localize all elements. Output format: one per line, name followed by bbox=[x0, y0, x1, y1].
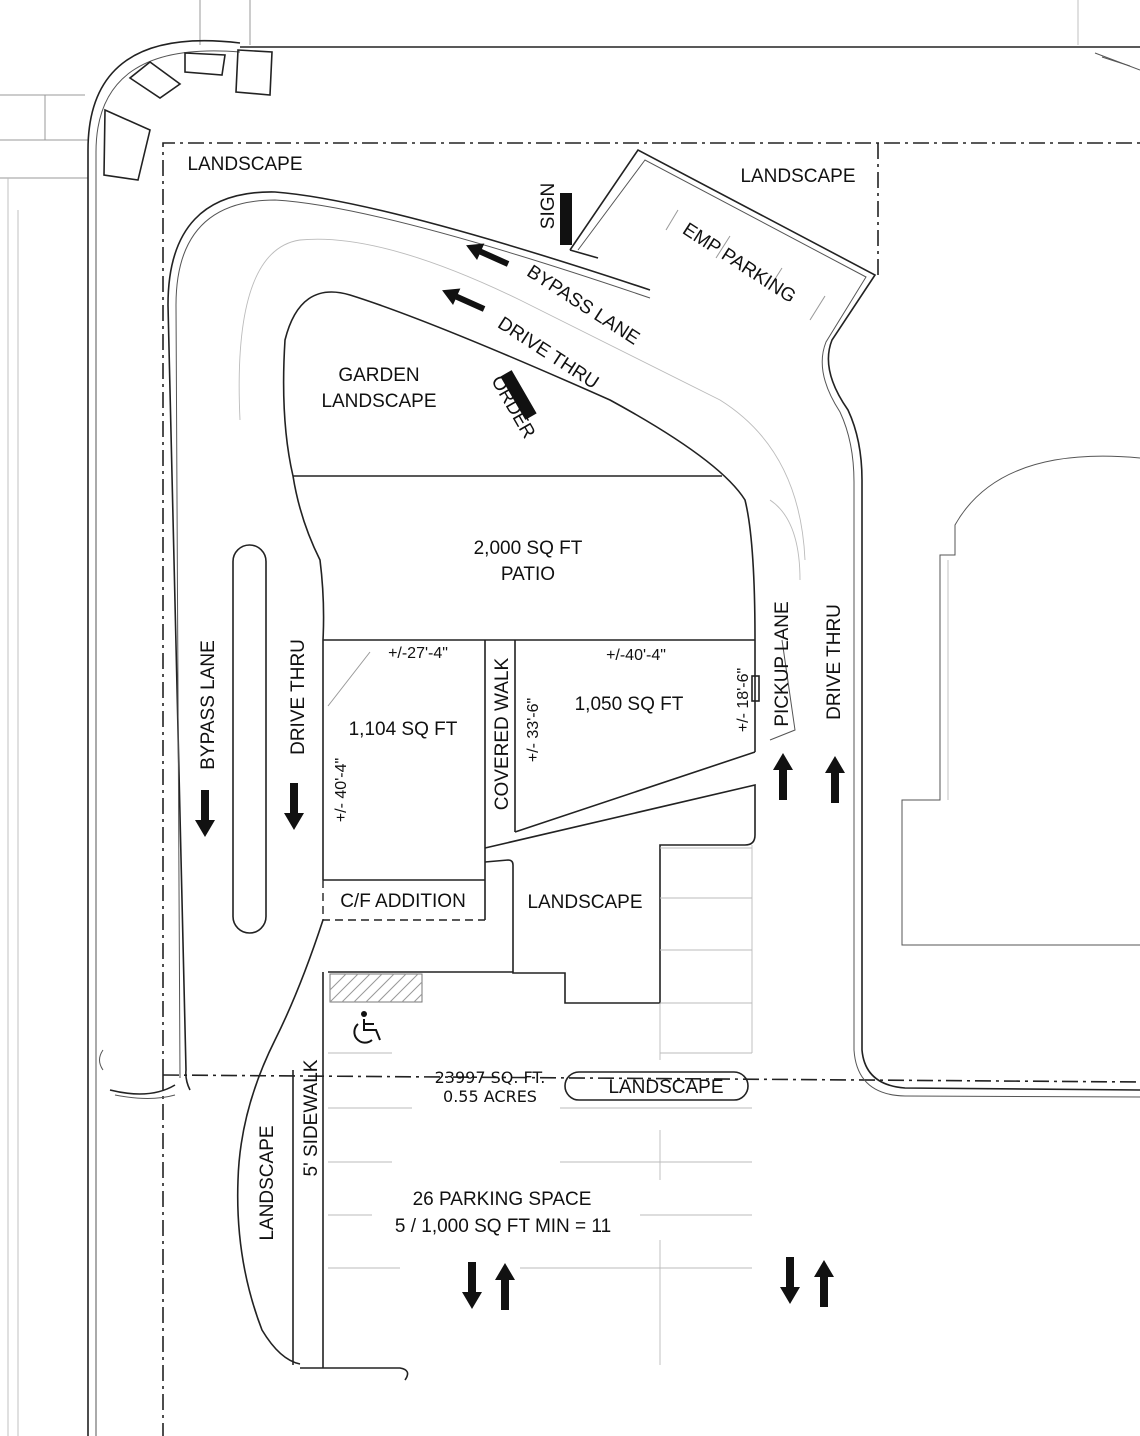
median-island bbox=[232, 544, 267, 934]
dimension-18-6: +/- 18'-6" bbox=[735, 668, 752, 732]
arrow-lot-up-right bbox=[814, 1260, 834, 1307]
area-1104-label: 1,104 SQ FT bbox=[349, 719, 458, 740]
arrow-bypass-down bbox=[195, 790, 215, 837]
arrow-bypass-top bbox=[466, 243, 510, 267]
arrow-drive-thru-up bbox=[825, 756, 845, 803]
property-line bbox=[162, 142, 1140, 1436]
landscape-bottom-label-visible: LANDSCAPE bbox=[608, 1077, 723, 1098]
dimension-33-6: +/- 33'-6" bbox=[525, 698, 542, 762]
accessible-parking-icon bbox=[353, 1011, 381, 1044]
landscape-ne-label: LANDSCAPE bbox=[740, 166, 855, 187]
garden-label-1: GARDEN bbox=[338, 365, 419, 386]
arrow-lot-up-left bbox=[495, 1263, 515, 1310]
arrow-lot-down-right bbox=[780, 1257, 800, 1304]
stall-lines bbox=[328, 845, 753, 1365]
bypass-lane-left-label: BYPASS LANE bbox=[198, 640, 219, 770]
sidewalk-label: 5' SIDEWALK bbox=[301, 1059, 322, 1176]
drive-thru-right-label: DRIVE THRU bbox=[824, 604, 845, 720]
pickup-lane-label: PICKUP LANE bbox=[772, 601, 793, 726]
landscape-nw-label: LANDSCAPE bbox=[187, 154, 302, 175]
sign-marker bbox=[560, 193, 572, 245]
dimension-27-4: +/-27'-4" bbox=[388, 645, 448, 662]
lot-area-label: 23997 SQ. FT. bbox=[435, 1068, 546, 1087]
dimension-40-4-top: +/-40'-4" bbox=[606, 647, 666, 664]
landscape-sw-label: LANDSCAPE bbox=[257, 1125, 278, 1240]
parking-lot bbox=[323, 845, 753, 1381]
landscape-mid-label: LANDSCAPE bbox=[527, 892, 642, 913]
building-footprint bbox=[282, 291, 796, 1004]
hatch-pattern bbox=[329, 973, 423, 1003]
patio-area-label: 2,000 SQ FT bbox=[474, 538, 583, 559]
parking-count-label: 26 PARKING SPACE bbox=[413, 1189, 592, 1210]
garden-label-2: LANDSCAPE bbox=[321, 391, 436, 412]
sidewalk-strip bbox=[236, 919, 324, 1369]
drive-aisle bbox=[109, 148, 1140, 1099]
parking-ratio-label: 5 / 1,000 SQ FT MIN = 11 bbox=[395, 1216, 611, 1237]
arrow-drive-thru-down bbox=[284, 783, 304, 830]
drive-thru-left-label: DRIVE THRU bbox=[288, 639, 309, 755]
patio-label: PATIO bbox=[501, 564, 555, 585]
arrow-drive-thru-top bbox=[442, 288, 486, 312]
area-1050-label: 1,050 SQ FT bbox=[575, 694, 684, 715]
cf-addition-label: C/F ADDITION bbox=[340, 891, 466, 912]
order-board bbox=[500, 370, 537, 420]
lot-acres-label: 0.55 ACRES bbox=[443, 1087, 537, 1106]
covered-walk-label: COVERED WALK bbox=[492, 657, 513, 810]
adjacent-building bbox=[901, 455, 1140, 946]
dimension-40-4-side: +/- 40'-4" bbox=[333, 758, 350, 822]
arrow-lot-down-left bbox=[462, 1262, 482, 1309]
arrow-pickup-up bbox=[773, 753, 793, 800]
sign-label: SIGN bbox=[538, 183, 559, 229]
